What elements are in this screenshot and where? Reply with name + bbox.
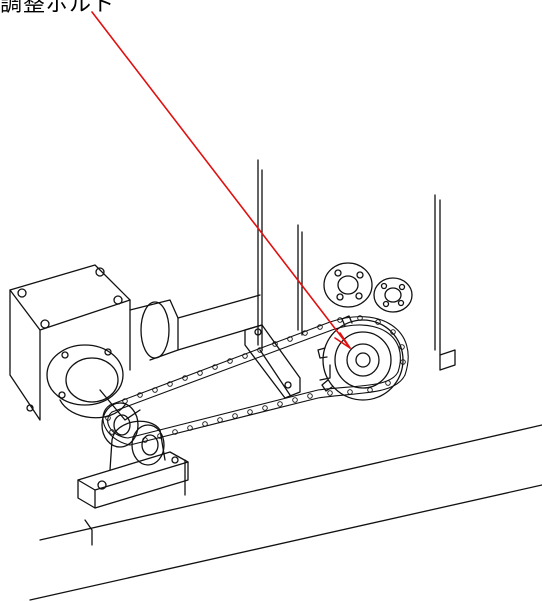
base-frame — [29, 424, 542, 601]
drive-sprocket-icon — [101, 402, 139, 448]
chain-links — [105, 315, 406, 443]
coupling-flange — [46, 344, 141, 421]
roller-chain-icon — [102, 316, 409, 446]
annotation-arrow — [91, 11, 351, 349]
annotation-label: 調整ボルト — [0, 0, 116, 17]
gearbox-icon — [9, 264, 263, 421]
flange-icon — [323, 262, 373, 308]
vertical-plate — [257, 159, 456, 371]
flange-icon — [373, 277, 413, 313]
